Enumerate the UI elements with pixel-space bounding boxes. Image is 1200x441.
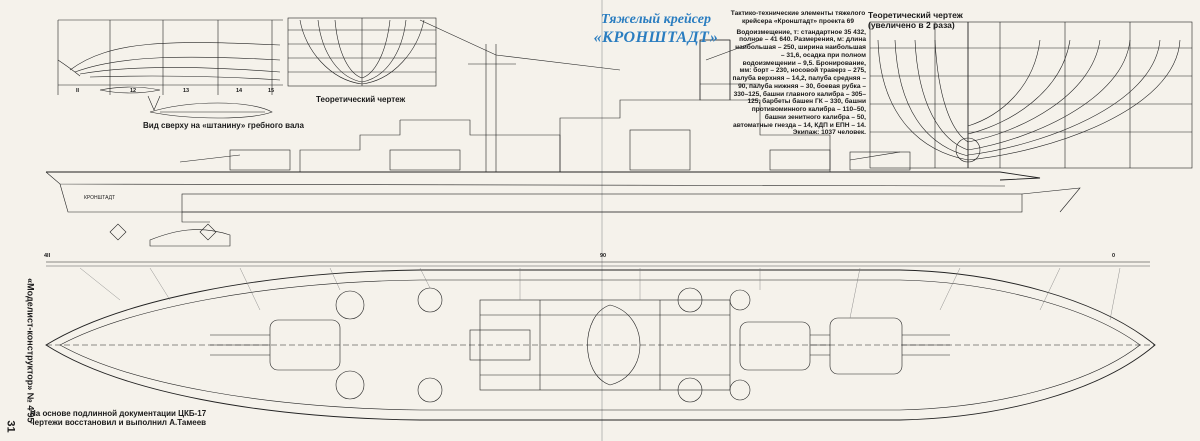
body-plan-caption-line-1: Теоретический чертеж (868, 10, 963, 20)
frame-scale (46, 261, 1150, 267)
specs-block: Тактико-технические элементы тяжелого кр… (730, 10, 866, 137)
specs-heading: Тактико-технические элементы тяжелого кр… (730, 10, 866, 25)
frame-label-right: 0 (1112, 253, 1116, 259)
stern-lines-caption: Теоретический чертеж (316, 95, 406, 104)
credit-line-2: чертежи восстановил и выполнил А.Тамеев (30, 418, 207, 428)
body-plan-right (869, 21, 1193, 169)
drawing-title: Тяжелый крейсер «КРОНШТАДТ» (590, 12, 722, 47)
leader-lines (79, 267, 1121, 321)
body-plan-caption: Теоретический чертеж (увеличено в 2 раза… (868, 10, 963, 30)
body-plan-left (287, 17, 437, 87)
station-label: 15 (268, 88, 275, 94)
page-number: 31 (4, 420, 17, 433)
station-label: 13 (183, 88, 190, 94)
shaft-bracket-view (147, 95, 273, 119)
hull-name-label: КРОНШТАДТ (84, 195, 116, 201)
station-label: 12 (130, 88, 137, 94)
credit-note: На основе подлинной документации ЦКБ-17 … (30, 409, 206, 428)
frame-label-left: 4II (44, 253, 51, 259)
magazine-caption: «Моделист-конструктор» № 4'95 (25, 278, 36, 423)
plan-view (45, 269, 1156, 421)
stern-lines-drawing (57, 19, 283, 95)
frame-label-mid: 90 (600, 253, 607, 259)
title-line-1: Тяжелый крейсер (601, 12, 711, 27)
station-label: 14 (236, 88, 243, 94)
side-profile (45, 19, 1081, 247)
shaft-view-caption: Вид сверху на «штанину» гребного вала (143, 121, 304, 130)
credit-line-1: На основе подлинной документации ЦКБ-17 (30, 409, 207, 418)
station-label: II (76, 88, 80, 94)
title-line-2: «КРОНШТАДТ» (593, 28, 719, 46)
specs-body: Водоизмещение, т: стандартное 35 432, по… (732, 28, 866, 137)
body-plan-caption-line-2: (увеличено в 2 раза) (868, 20, 955, 31)
